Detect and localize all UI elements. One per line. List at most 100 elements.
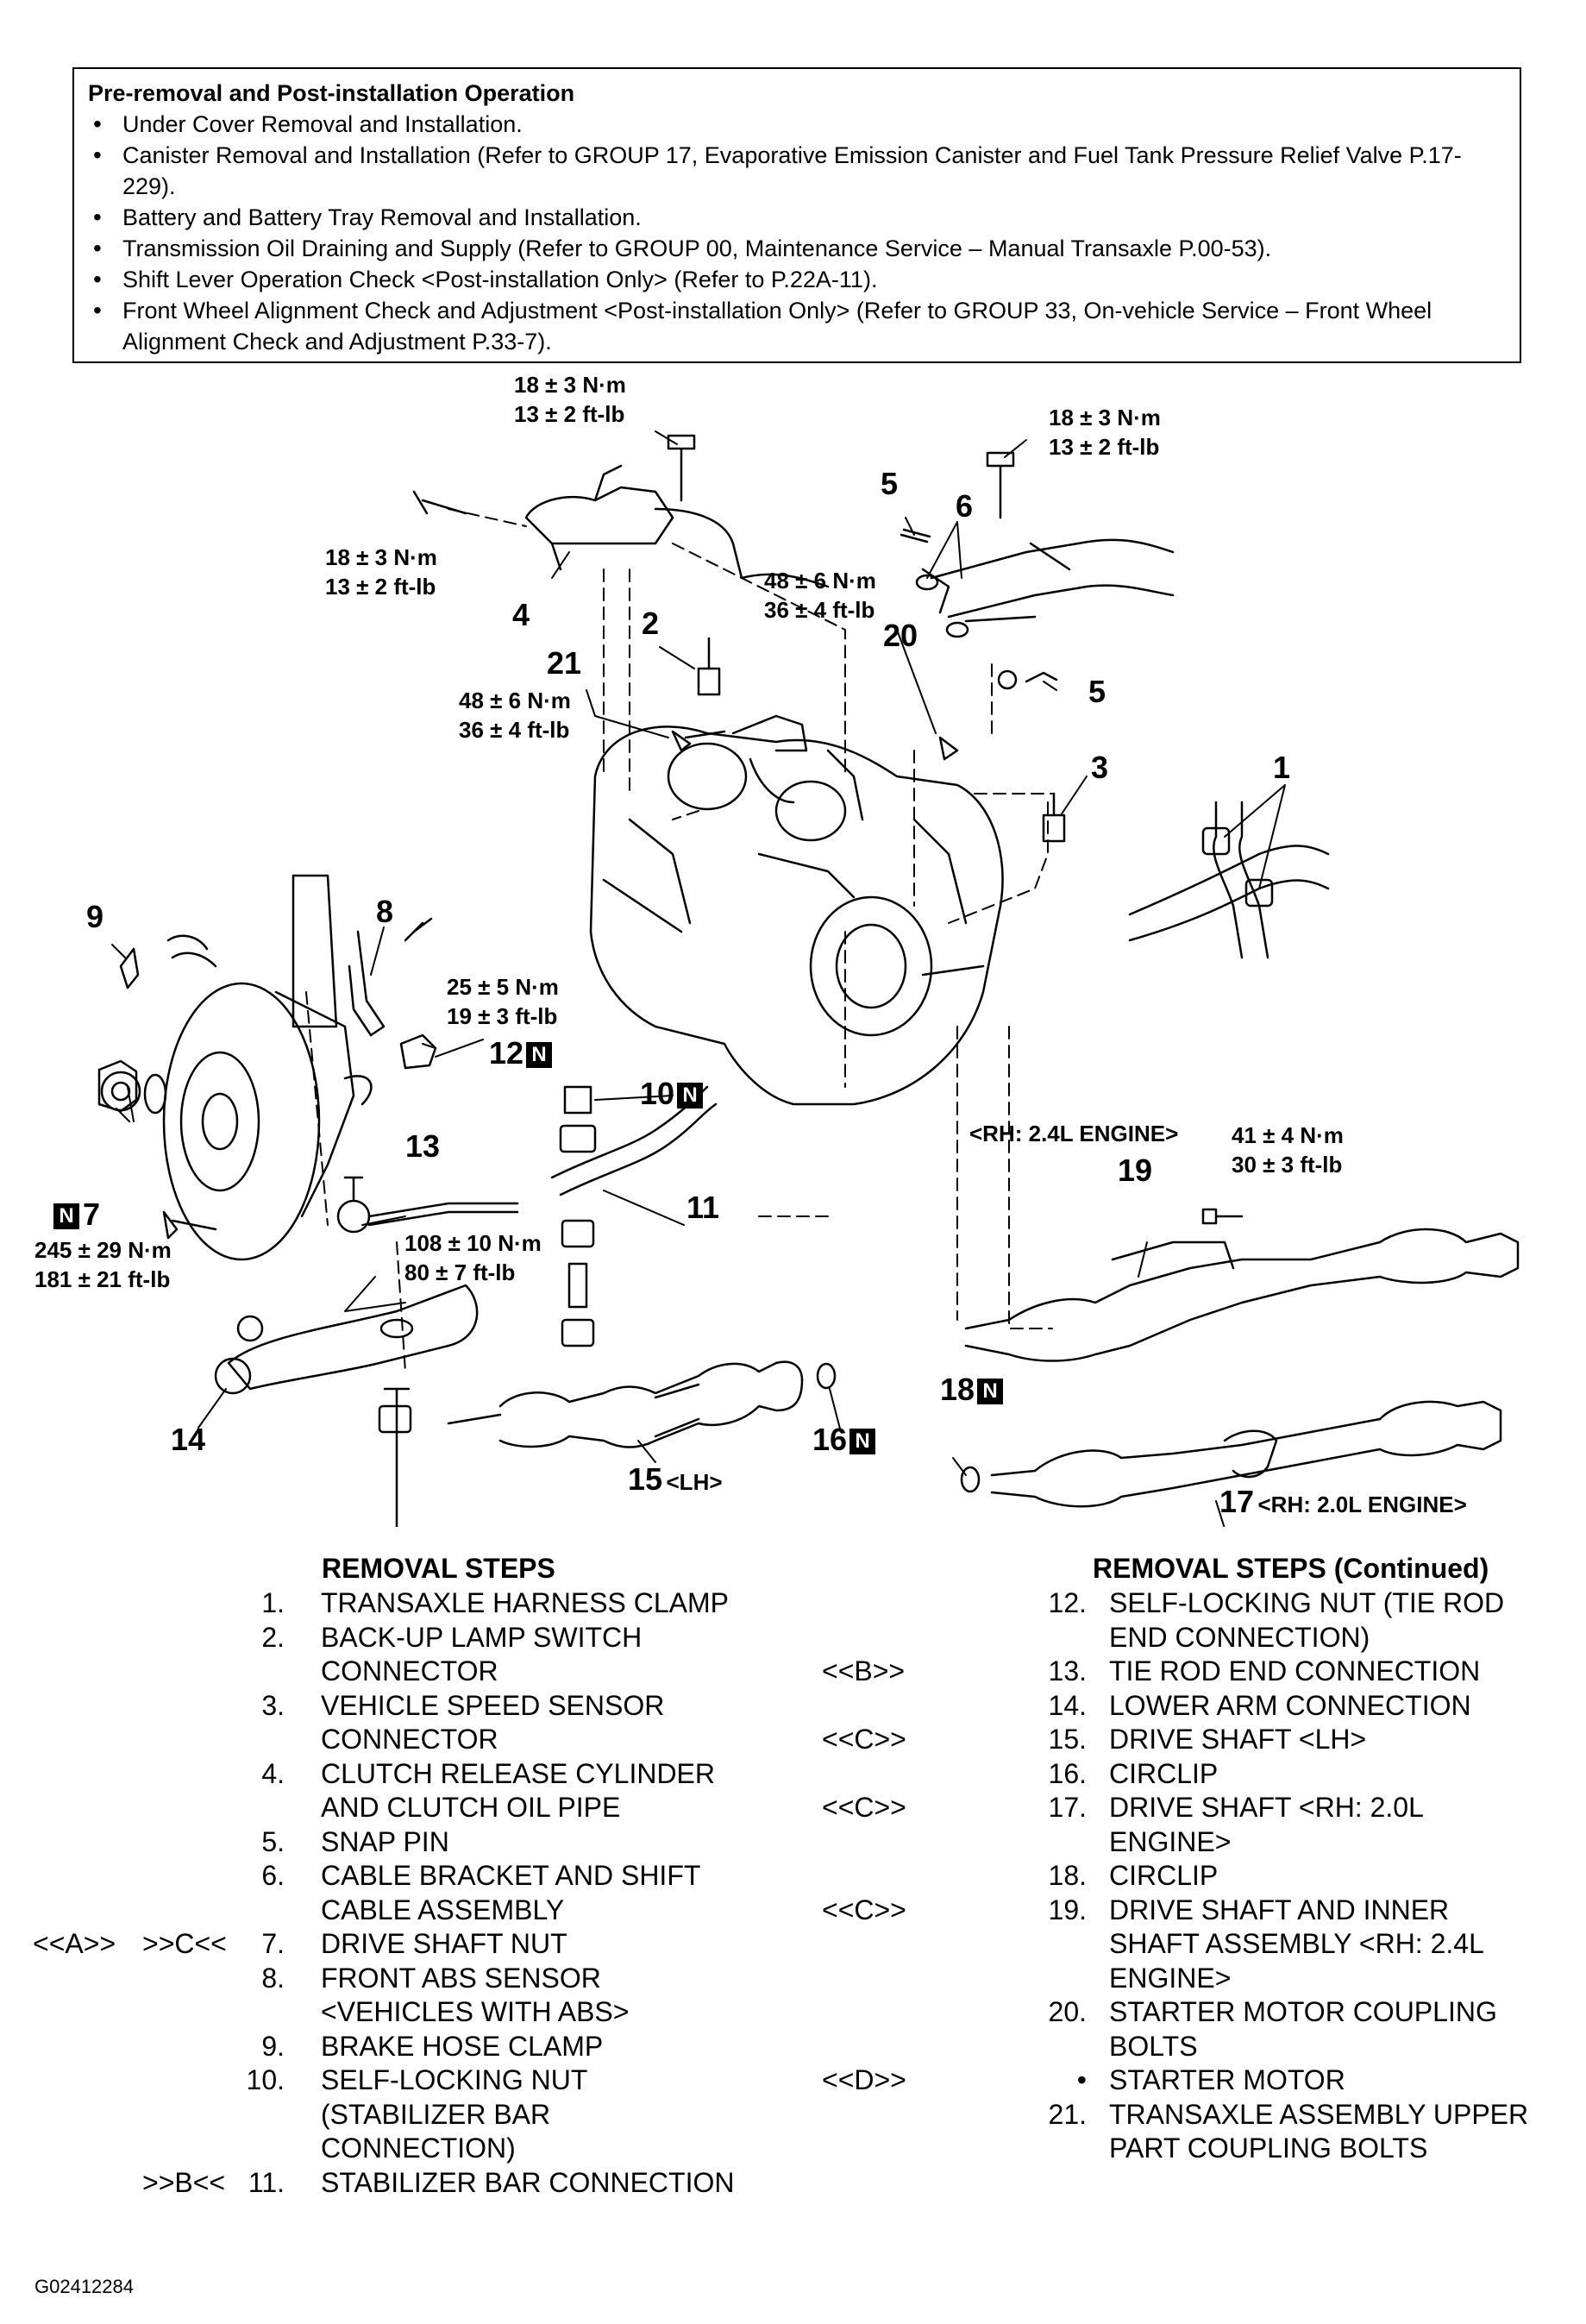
- pre-removal-item: Transmission Oil Draining and Supply (Re…: [88, 233, 1506, 264]
- step-number: 16.: [1048, 1757, 1087, 1789]
- callout-9: 9: [86, 899, 104, 934]
- removal-step-row: <VEHICLES WITH ABS>: [0, 1994, 776, 2029]
- step-text: CONNECTOR: [321, 1724, 498, 1755]
- new-part-mark: N: [849, 1429, 876, 1454]
- step-number: 21.: [1048, 2098, 1087, 2130]
- removal-step-row: BOLTS: [776, 2029, 1586, 2063]
- new-part-mark: N: [977, 1379, 1004, 1404]
- torque-label: 245 ± 29 N·m 181 ± 21 ft-lb: [34, 1235, 172, 1294]
- removal-step-row: (STABILIZER BAR: [0, 2097, 776, 2132]
- step-text: STARTER MOTOR: [1109, 2064, 1345, 2095]
- step-reference-removal: <<A>>: [33, 1928, 116, 1959]
- knuckle-and-brake-disc: [100, 874, 373, 1261]
- step-number: 19.: [1048, 1894, 1087, 1925]
- removal-steps-heading: REMOVAL STEPS (Continued): [1093, 1553, 1489, 1584]
- pre-removal-list: Under Cover Removal and Installation. Ca…: [88, 109, 1506, 357]
- torque-nm: 41 ± 4 N·m: [1232, 1122, 1344, 1148]
- torque-label: 18 ± 3 N·m 13 ± 2 ft-lb: [325, 543, 437, 601]
- step-number: 2.: [261, 1621, 285, 1653]
- removal-step-row: 12.SELF-LOCKING NUT (TIE ROD: [776, 1586, 1586, 1620]
- step-text: SELF-LOCKING NUT: [321, 2064, 588, 2095]
- step-number: 10.: [246, 2064, 285, 2095]
- step-text: CONNECTION): [321, 2132, 516, 2164]
- step-text: LOWER ARM CONNECTION: [1109, 1689, 1471, 1721]
- removal-step-row: 14. LOWER ARM CONNECTION: [776, 1688, 1586, 1723]
- step-text: BACK-UP LAMP SWITCH: [321, 1621, 643, 1653]
- connectors: [697, 637, 1066, 843]
- callout-6: 6: [956, 488, 974, 524]
- removal-step-row: 1.TRANSAXLE HARNESS CLAMP: [0, 1586, 776, 1620]
- torque-ftlb: 181 ± 21 ft-lb: [34, 1266, 171, 1292]
- torque-label: 18 ± 3 N·m 13 ± 2 ft-lb: [514, 370, 626, 429]
- step-reference-removal: <<D>>: [822, 2064, 906, 2095]
- removal-step-row: 10. SELF-LOCKING NUT: [0, 2063, 776, 2097]
- tie-rod-end: [336, 1176, 519, 1234]
- step-number: 11.: [248, 2166, 285, 2198]
- removal-step-row: ENGINE>: [776, 1825, 1586, 1859]
- brake-hose-clamp: [119, 934, 217, 989]
- step-text: CABLE ASSEMBLY: [321, 1894, 565, 1925]
- step-number: •: [1076, 2064, 1087, 2095]
- step-text: END CONNECTION): [1109, 1621, 1370, 1653]
- callout-number: 10: [640, 1076, 675, 1111]
- pre-removal-item: Battery and Battery Tray Removal and Ins…: [88, 202, 1506, 233]
- callout-number: 17: [1219, 1484, 1255, 1519]
- callout-2: 2: [642, 606, 660, 641]
- drive-shaft-rh-24: [964, 1228, 1520, 1362]
- step-text: CLUTCH RELEASE CYLINDER: [321, 1757, 715, 1789]
- variant-label: <LH>: [666, 1469, 723, 1495]
- callout-20: 20: [883, 618, 918, 653]
- step-number: 14.: [1048, 1689, 1087, 1721]
- removal-step-row: <<C>>17. DRIVE SHAFT <RH: 2.0L: [776, 1790, 1586, 1825]
- callout-number: 16: [812, 1422, 848, 1457]
- callout-5: 5: [881, 466, 899, 501]
- step-text: PART COUPLING BOLTS: [1109, 2132, 1428, 2164]
- removal-step-row: 3.VEHICLE SPEED SENSOR: [0, 1688, 776, 1723]
- pre-removal-item: Front Wheel Alignment Check and Adjustme…: [88, 295, 1506, 357]
- step-reference-removal: <<C>>: [822, 1894, 906, 1925]
- leader-lines: [111, 430, 1286, 1527]
- torque-nm: 18 ± 3 N·m: [514, 372, 626, 398]
- step-text: CIRCLIP: [1109, 1757, 1219, 1789]
- removal-step-row: PART COUPLING BOLTS: [776, 2131, 1586, 2165]
- step-text: STABILIZER BAR CONNECTION: [321, 2166, 735, 2198]
- torque-label: 48 ± 6 N·m 36 ± 4 ft-lb: [459, 686, 571, 744]
- step-text: TRANSAXLE HARNESS CLAMP: [321, 1587, 730, 1618]
- removal-step-row: 8.FRONT ABS SENSOR: [0, 1961, 776, 1995]
- step-number: 4.: [261, 1757, 285, 1789]
- torque-ftlb: 36 ± 4 ft-lb: [459, 717, 570, 743]
- pre-removal-box: Pre-removal and Post-installation Operat…: [72, 67, 1521, 363]
- callout-3: 3: [1091, 750, 1109, 785]
- step-number: 20.: [1048, 1996, 1087, 2027]
- step-text: ENGINE>: [1109, 1962, 1232, 1994]
- step-number: 7.: [261, 1928, 285, 1959]
- circlip-18: [960, 1466, 981, 1493]
- torque-label: 48 ± 6 N·m 36 ± 4 ft-lb: [764, 566, 876, 625]
- snap-pins: [900, 528, 1058, 690]
- removal-step-row: CABLE ASSEMBLY: [0, 1893, 776, 1927]
- guide-lines: [305, 508, 1053, 1372]
- callout-1: 1: [1273, 750, 1291, 785]
- removal-step-row: 6.CABLE BRACKET AND SHIFT: [0, 1858, 776, 1893]
- callout-19: 19: [1118, 1153, 1153, 1188]
- step-text: VEHICLE SPEED SENSOR: [321, 1689, 665, 1721]
- figure-code: G02412284: [34, 2276, 134, 2297]
- removal-step-row: <<A>>>>C<<7.DRIVE SHAFT NUT: [0, 1926, 776, 1961]
- step-text: SHAFT ASSEMBLY <RH: 2.4L: [1109, 1928, 1484, 1959]
- torque-nm: 25 ± 5 N·m: [447, 974, 559, 1000]
- step-text: AND CLUTCH OIL PIPE: [321, 1792, 621, 1823]
- exploded-view-diagram: 18 ± 3 N·m 13 ± 2 ft-lb 18 ± 3 N·m 13 ± …: [0, 371, 1586, 1527]
- removal-step-row: 5.SNAP PIN: [0, 1825, 776, 1859]
- new-part-mark: N: [677, 1083, 704, 1109]
- pre-removal-item: Shift Lever Operation Check <Post-instal…: [88, 264, 1506, 295]
- step-text: TIE ROD END CONNECTION: [1109, 1655, 1481, 1686]
- removal-step-row: 20.STARTER MOTOR COUPLING: [776, 1994, 1586, 2029]
- removal-step-row: >>B<<11.STABILIZER BAR CONNECTION: [0, 2165, 776, 2200]
- removal-step-row: END CONNECTION): [776, 1620, 1586, 1655]
- transaxle-housing: [589, 725, 1004, 1106]
- drive-shaft-lh: [447, 1360, 804, 1448]
- step-reference-installation: >>C<<: [142, 1928, 227, 1959]
- removal-step-row: SHAFT ASSEMBLY <RH: 2.4L: [776, 1926, 1586, 1961]
